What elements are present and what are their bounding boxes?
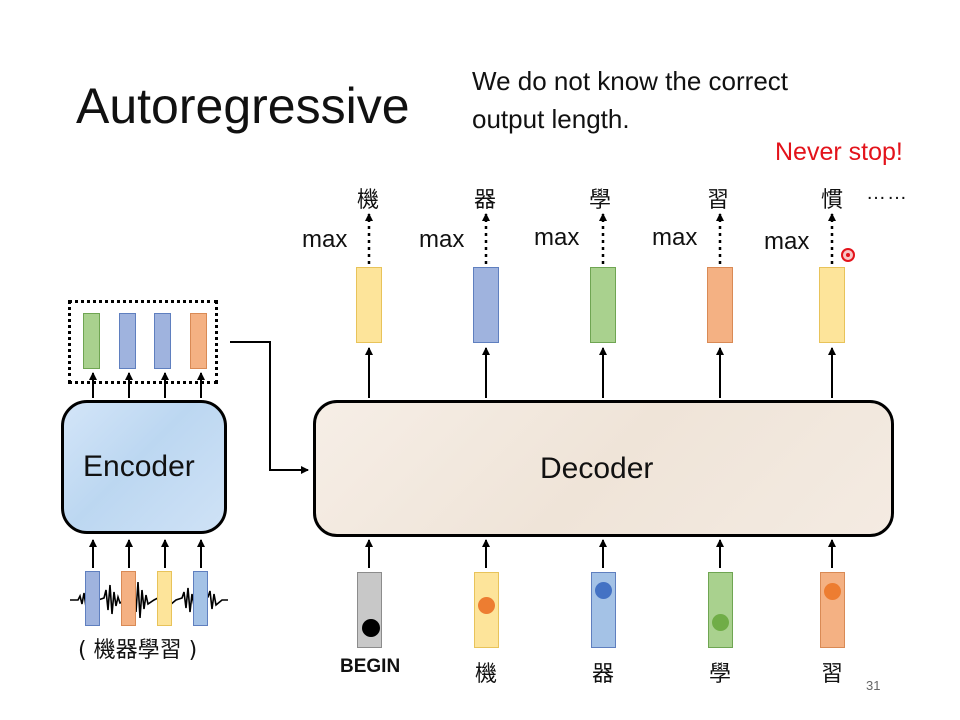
decoder-label: Decoder	[540, 452, 654, 485]
begin-token-dot	[362, 619, 380, 637]
output-char-1: 機	[356, 188, 379, 213]
subtitle-line-1: We do not know the correct	[472, 66, 789, 96]
continuation-ellipsis: ……	[866, 182, 908, 204]
decoder-input-vector-4	[708, 572, 733, 648]
token-dot-4	[712, 614, 729, 631]
page-number: 31	[866, 678, 881, 693]
max-label-3: max	[534, 224, 580, 251]
decoder-output-vector-5	[819, 267, 845, 343]
decoder-input-label-3: 器	[591, 662, 614, 687]
encoder-input-vector-1	[85, 571, 100, 626]
subtitle-line-2: output length.	[472, 104, 630, 134]
output-char-4: 習	[706, 188, 729, 213]
decoder-input-label-4: 學	[708, 662, 731, 687]
encoder-input-vector-4	[193, 571, 208, 626]
output-char-5: 慣	[820, 188, 843, 213]
decoder-block	[313, 400, 894, 537]
encoder-output-vector-1	[83, 313, 100, 369]
decoder-input-label-2: 機	[474, 662, 497, 687]
token-dot-3	[595, 582, 612, 599]
max-label-4: max	[652, 224, 698, 251]
subtitle: We do not know the correct output length…	[472, 62, 892, 138]
never-stop-note: Never stop!	[775, 138, 903, 166]
decoder-input-label-5: 習	[820, 662, 843, 687]
encoder-output-vector-3	[154, 313, 171, 369]
encoder-block	[61, 400, 227, 534]
output-char-2: 器	[473, 188, 496, 213]
encoder-output-vector-2	[119, 313, 136, 369]
decoder-output-vector-3	[590, 267, 616, 343]
begin-token-label: BEGIN	[340, 656, 401, 677]
decoder-output-vector-2	[473, 267, 499, 343]
decoder-output-vector-4	[707, 267, 733, 343]
speech-caption: ( 機器學習 )	[78, 638, 198, 663]
decoder-output-vector-1	[356, 267, 382, 343]
max-label-5: max	[764, 228, 810, 255]
encoder-input-vector-3	[157, 571, 172, 626]
decoder-input-vector-5	[820, 572, 845, 648]
encoder-input-vector-2	[121, 571, 136, 626]
encoder-output-vector-4	[190, 313, 207, 369]
encoder-output-frame	[68, 300, 218, 384]
max-label-1: max	[302, 226, 348, 253]
output-char-3: 學	[588, 188, 611, 213]
token-dot-5	[824, 583, 841, 600]
max-label-2: max	[419, 226, 465, 253]
encoder-label: Encoder	[83, 450, 195, 483]
token-dot-2	[478, 597, 495, 614]
slide-title: Autoregressive	[76, 78, 410, 134]
